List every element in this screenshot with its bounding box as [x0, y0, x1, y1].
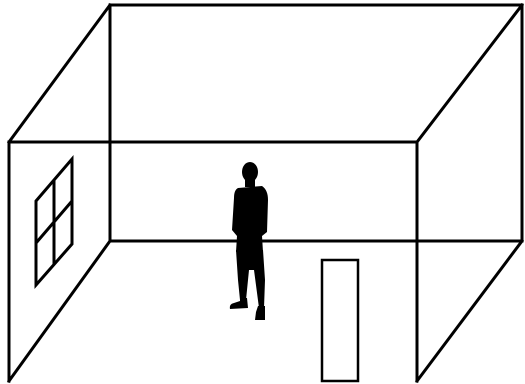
person-neck — [245, 179, 255, 187]
